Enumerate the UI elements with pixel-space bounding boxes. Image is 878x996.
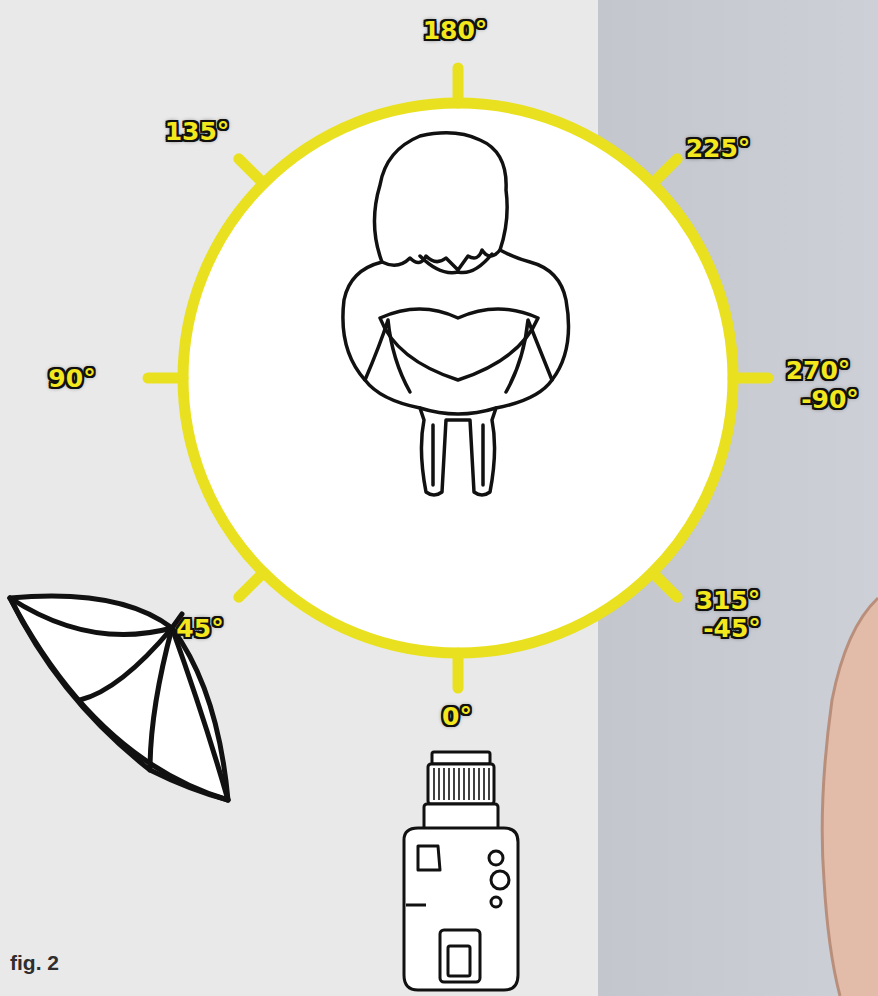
angle-label: 90°	[48, 366, 95, 391]
angle-label: 180°	[423, 18, 488, 43]
angle-label: 225°	[686, 136, 751, 161]
angle-ring	[183, 103, 733, 653]
model-arm-edge	[822, 598, 878, 996]
angle-label: 270°	[786, 358, 851, 383]
angle-label: 45°	[176, 616, 223, 641]
subject-figure	[343, 133, 569, 495]
model-arm	[822, 598, 878, 996]
angle-label: 135°	[165, 119, 230, 144]
angle-label: 315°	[696, 588, 761, 613]
angle-label: 0°	[442, 704, 472, 729]
figure-label: fig. 2	[10, 952, 59, 973]
umbrella-light	[10, 596, 228, 800]
camera	[404, 752, 518, 990]
angle-label: -90°	[801, 387, 859, 412]
angle-ticks	[148, 68, 768, 688]
angle-label: -45°	[703, 616, 761, 641]
